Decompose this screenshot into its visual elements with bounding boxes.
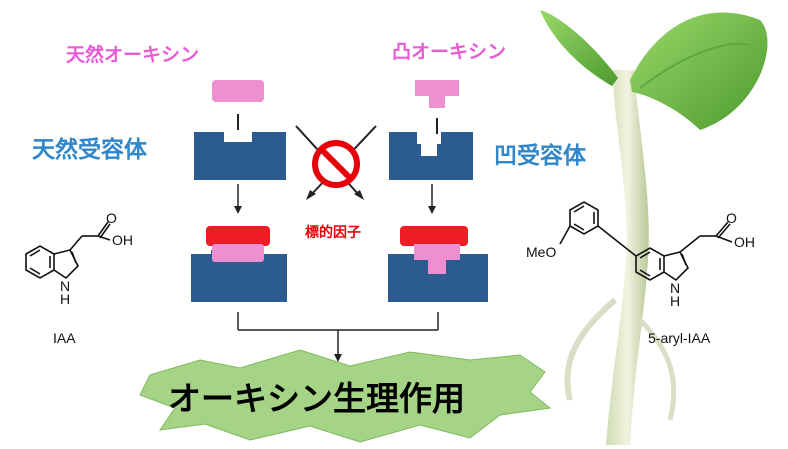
- cotyledon-right: [630, 12, 768, 130]
- convex-auxin-shape: [415, 80, 459, 108]
- natural-auxin-bound: [212, 244, 264, 262]
- aryl-oh-label: OH: [734, 234, 755, 250]
- aryl-iaa-name: 5-aryl-IAA: [648, 330, 711, 346]
- aryl-carbonyl-o: O: [726, 210, 737, 226]
- no-symbol-icon: [312, 140, 360, 188]
- iaa-oh-label: OH: [112, 232, 133, 248]
- iaa-h-label: H: [60, 291, 71, 307]
- aryl-n-label: N: [670, 280, 681, 296]
- auxin-physiology-label: オーキシン生理作用: [168, 379, 465, 418]
- iaa-carbonyl-o: O: [106, 210, 117, 226]
- root: [564, 297, 617, 401]
- convex-auxin-bound: [414, 244, 460, 274]
- effect-burst: [139, 349, 552, 443]
- aryl-meo-label: MeO: [526, 244, 557, 260]
- iaa-structure: [25, 221, 111, 280]
- aryl-h-label: H: [670, 293, 681, 309]
- aryl-iaa-structure: [559, 201, 733, 282]
- natural-receptor-top: [194, 132, 286, 180]
- concave-receptor-bottom: [388, 254, 488, 302]
- convex-auxin-label: 凸オーキシン: [392, 41, 507, 63]
- natural-receptor-label: 天然受容体: [32, 137, 147, 163]
- iaa-n-label: N: [60, 278, 71, 294]
- cotyledon-left: [540, 10, 618, 86]
- iaa-name: IAA: [53, 330, 76, 346]
- natural-receptor-bottom: [191, 250, 287, 302]
- target-factor-label: 標的因子: [305, 225, 361, 241]
- target-factor-left: [206, 226, 270, 246]
- natural-auxin-label: 天然オーキシン: [66, 44, 200, 66]
- natural-auxin-shape: [212, 80, 264, 102]
- target-factor-right: [400, 226, 468, 246]
- concave-receptor-top: [389, 132, 473, 180]
- concave-receptor-label: 凹受容体: [494, 143, 586, 169]
- stem: [606, 70, 649, 445]
